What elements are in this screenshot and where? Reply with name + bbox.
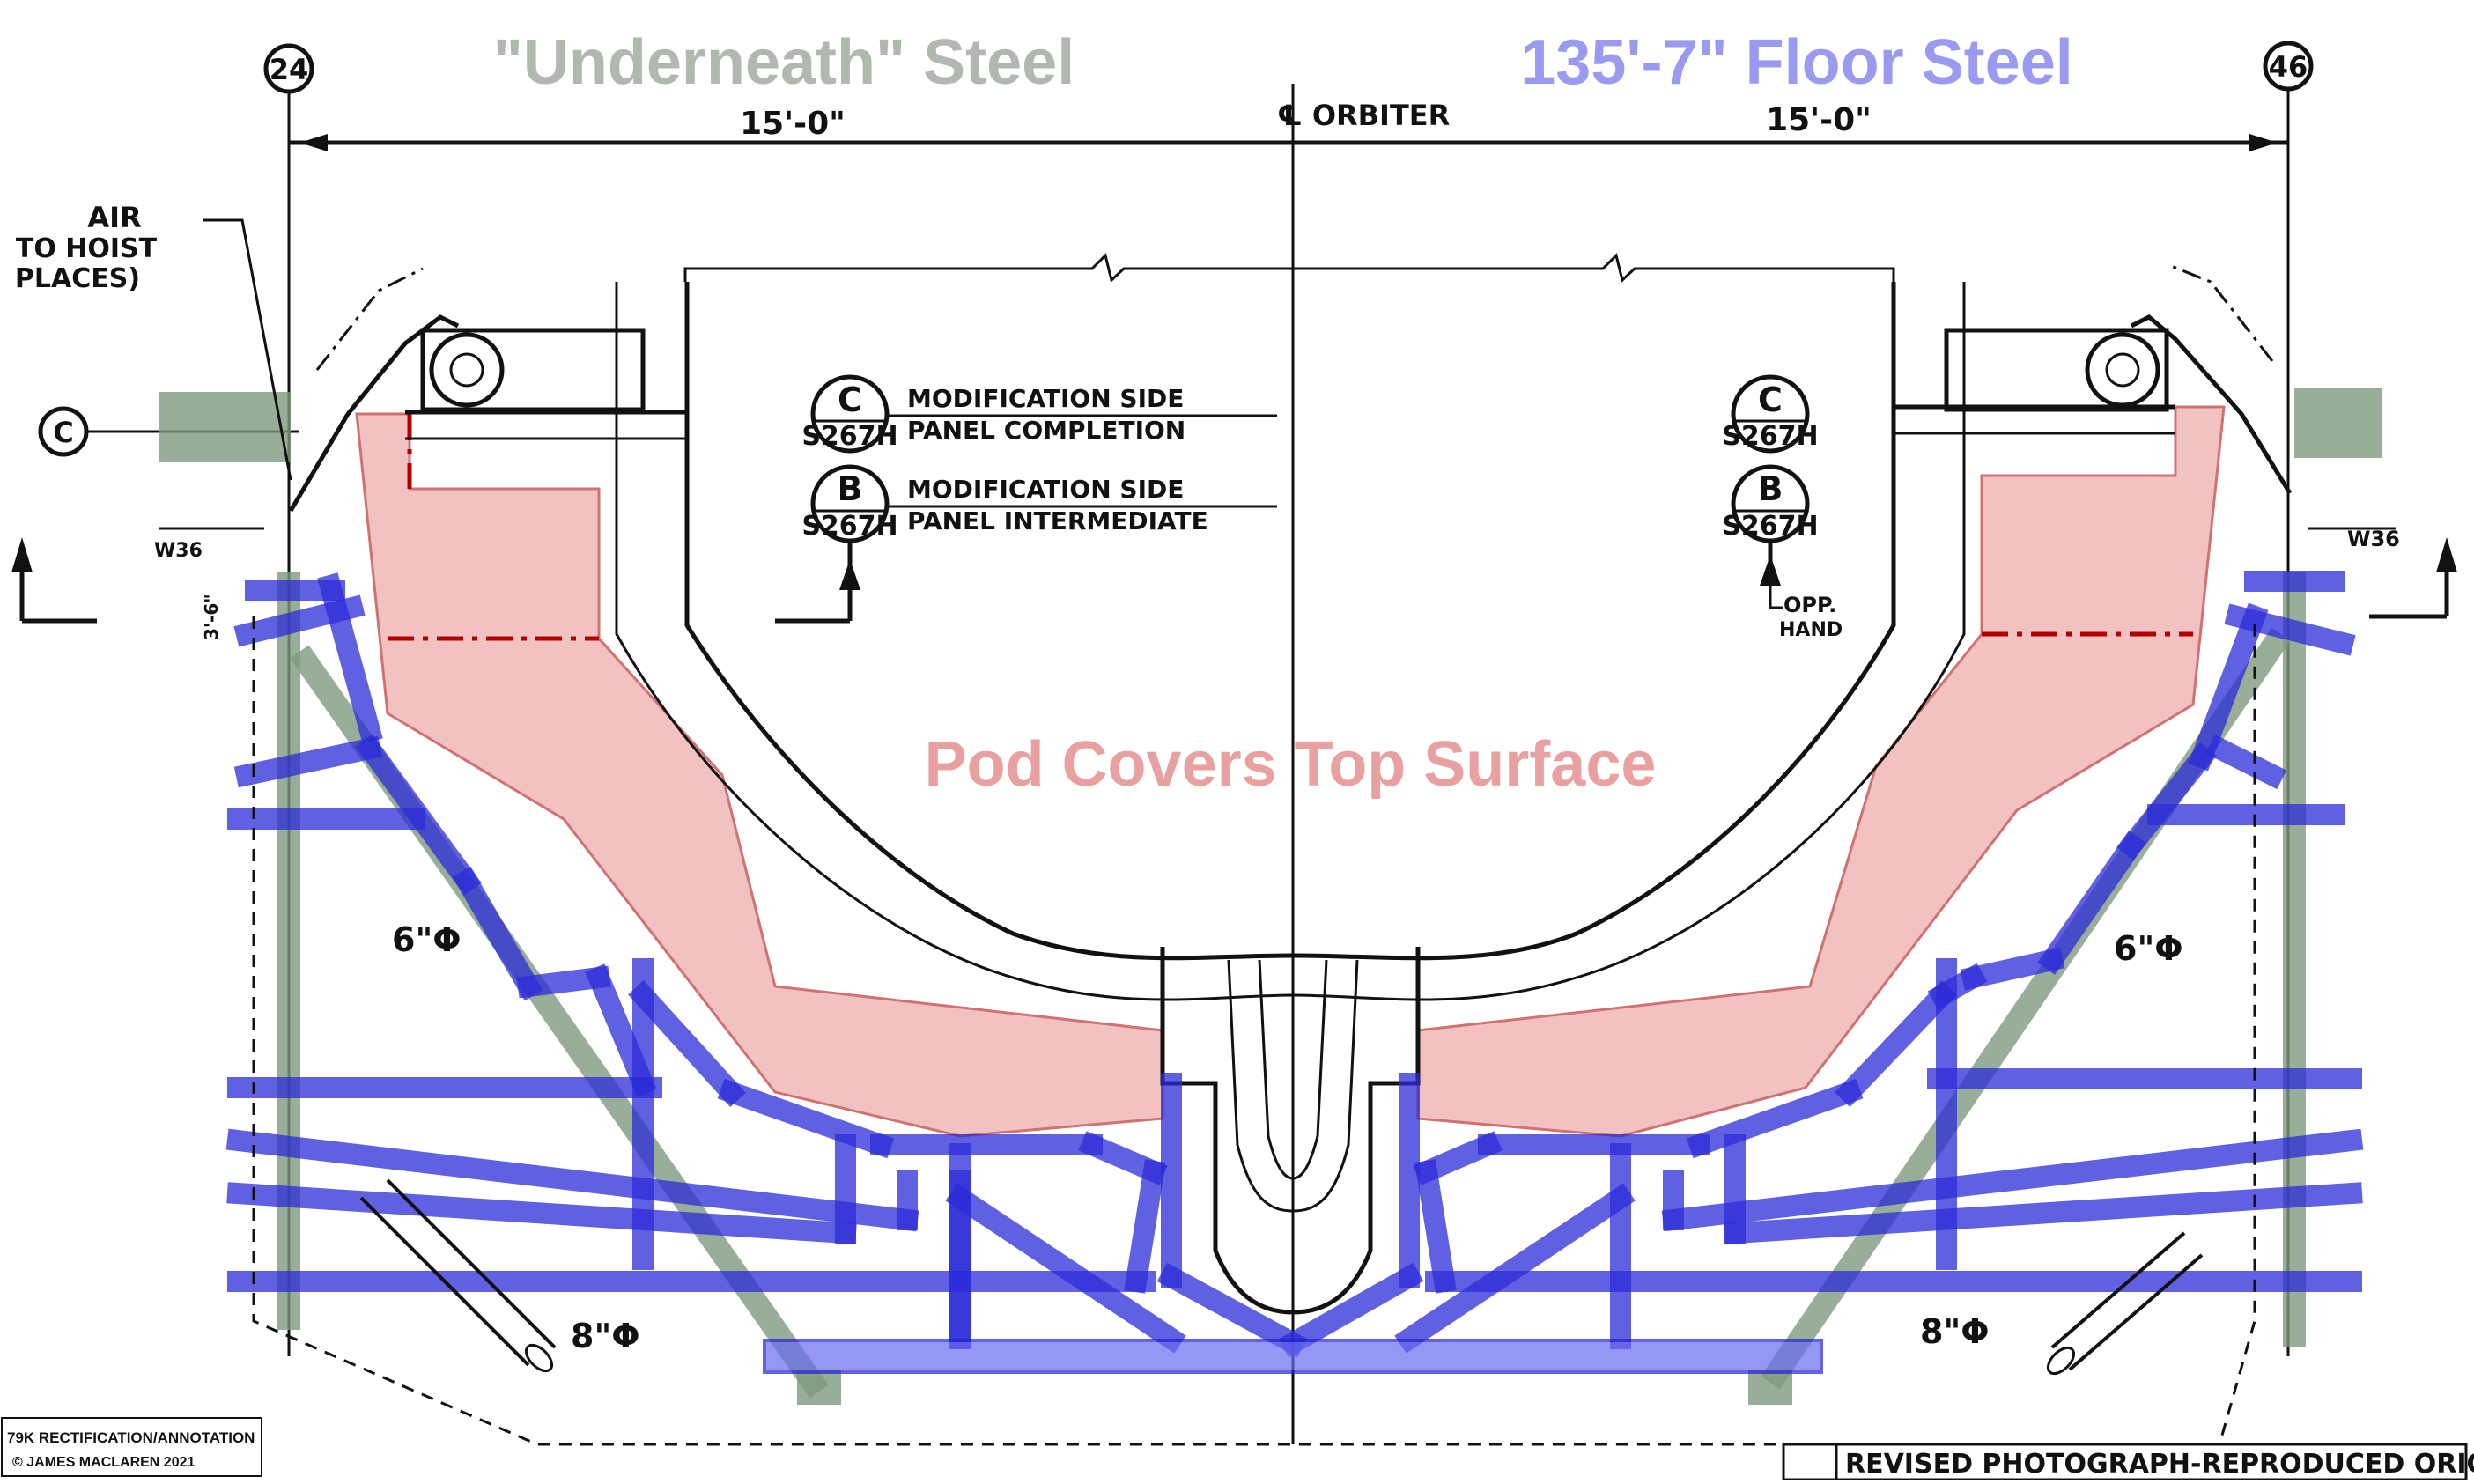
floor-steel	[225, 571, 2364, 1374]
dashed-boundary	[159, 527, 2396, 1446]
dim-left-small-label: 3'-6"	[201, 594, 222, 640]
pod-cover-left	[355, 412, 1164, 1138]
opp-hand-line-2: HAND	[1779, 619, 1843, 641]
pod-outline	[405, 282, 2175, 1315]
section-arrow-right	[2369, 537, 2457, 619]
air-hoist-line-1: AIR	[87, 201, 141, 234]
callout-b-line-2: PANEL INTERMEDIATE	[907, 506, 1208, 535]
callout-c-line-2: PANEL COMPLETION	[907, 416, 1185, 445]
callout-c-letter: C	[838, 380, 862, 419]
callout-c-right-letter: C	[1758, 380, 1783, 419]
dim-center-label: ℄ ORBITER	[1277, 99, 1450, 132]
hoist-right	[1944, 262, 2293, 495]
revision-stamp: REVISED PHOTOGRAPH-REPRODUCED ORIGINAL	[1782, 1443, 2474, 1481]
stamp-text: REVISED PHOTOGRAPH-REPRODUCED ORIGINAL	[1845, 1449, 2474, 1480]
gridline-row-label: C	[53, 416, 73, 449]
hoist-left	[288, 267, 646, 513]
air-hoist-line-3: PLACES)	[15, 263, 140, 294]
dim-left-span: 15'-0"	[740, 106, 846, 142]
detail-callout-c-right: C S267H	[1722, 374, 1819, 454]
pipe-8-right-label: 8"Φ	[1920, 1312, 1990, 1351]
credit-line-1: 79K RECTIFICATION/ANNOTATION	[7, 1429, 255, 1446]
detail-callout-c: C S267H MODIFICATION SIDE PANEL COMPLETI…	[801, 374, 1277, 454]
callout-b-line-1: MODIFICATION SIDE	[907, 475, 1184, 504]
detail-callout-b: B S267H MODIFICATION SIDE PANEL INTERMED…	[775, 464, 1277, 624]
air-hoist-line-2: TO HOIST	[16, 233, 158, 264]
callout-b-sheet: S267H	[801, 511, 897, 542]
pod-cover-right	[1416, 405, 2226, 1138]
gridline-right-label: 46	[2269, 50, 2308, 84]
gridline-left-label: 24	[270, 53, 309, 86]
floor-steel-heading: 135'-7" Floor Steel	[1520, 27, 2072, 98]
section-arrow-left	[11, 537, 97, 624]
w36-right-label: W36	[2347, 527, 2400, 551]
dim-right-span: 15'-0"	[1766, 102, 1872, 138]
callout-c-sheet: S267H	[801, 421, 897, 452]
opp-hand-note: OPP. HAND	[1769, 546, 1843, 641]
pipe-right	[2046, 1231, 2204, 1376]
detail-callout-b-right: B S267H	[1722, 464, 1819, 586]
pipe-6-left-label: 6"Φ	[392, 920, 462, 959]
opp-hand-line-1: OPP.	[1783, 593, 1836, 617]
underneath-steel-heading: "Underneath" Steel	[493, 27, 1075, 98]
callout-b-right-sheet: S267H	[1722, 511, 1818, 542]
pipe-6-right-label: 6"Φ	[2114, 929, 2183, 968]
air-hoist-note: AIR TO HOIST PLACES)	[15, 201, 292, 481]
top-dimension: 15'-0" 15'-0" ℄ ORBITER	[289, 84, 2288, 1444]
callout-b-letter: B	[838, 469, 863, 508]
callout-c-line-1: MODIFICATION SIDE	[907, 384, 1184, 413]
pipe-left	[359, 1178, 557, 1373]
w36-left-label: W36	[154, 540, 203, 562]
callout-c-right-sheet: S267H	[1722, 421, 1818, 452]
callout-b-right-letter: B	[1758, 469, 1783, 508]
credit-box: 79K RECTIFICATION/ANNOTATION © JAMES MAC…	[1, 1417, 262, 1477]
credit-line-2: © JAMES MACLAREN 2021	[12, 1455, 195, 1470]
inner-break-line	[683, 253, 1895, 283]
pod-covers-heading: Pod Covers Top Surface	[925, 729, 1657, 800]
pipe-8-left-label: 8"Φ	[571, 1317, 640, 1355]
